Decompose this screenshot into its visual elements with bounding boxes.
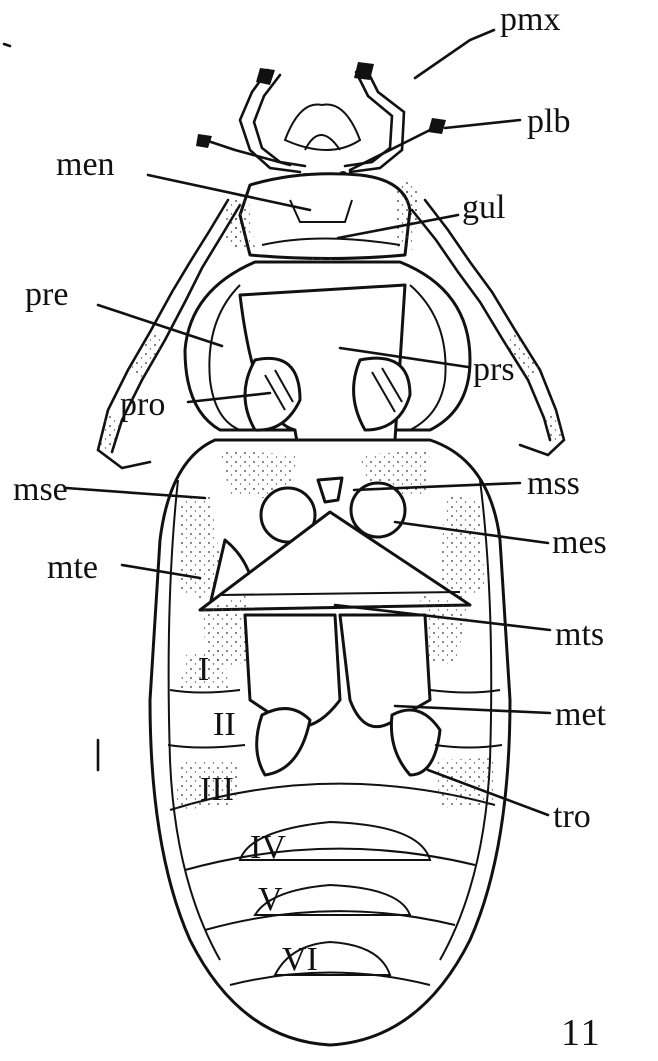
- mouthparts: [196, 62, 446, 182]
- segment-VI: VI: [282, 941, 318, 978]
- label-pro: pro: [120, 386, 165, 423]
- label-prs: prs: [473, 351, 515, 388]
- dash-mark: [4, 44, 10, 46]
- leader-plb: [445, 120, 520, 128]
- label-men: men: [56, 146, 115, 183]
- label-mss: mss: [527, 465, 580, 502]
- label-pmx: pmx: [500, 1, 560, 38]
- label-mse: mse: [13, 471, 68, 508]
- label-met: met: [555, 696, 607, 733]
- leader-pmx: [415, 30, 494, 78]
- label-gul: gul: [462, 189, 505, 226]
- label-plb: plb: [527, 103, 570, 140]
- segment-V: V: [258, 881, 283, 918]
- segment-I: I: [198, 651, 209, 688]
- label-mts: mts: [555, 616, 604, 653]
- figure-number: 11: [561, 1012, 602, 1054]
- segment-IV: IV: [250, 829, 286, 866]
- label-pre: pre: [25, 276, 68, 313]
- segment-III: III: [200, 771, 234, 808]
- label-tro: tro: [553, 798, 591, 835]
- segment-II: II: [213, 706, 236, 743]
- label-mte: mte: [47, 549, 98, 586]
- label-mes: mes: [552, 524, 607, 561]
